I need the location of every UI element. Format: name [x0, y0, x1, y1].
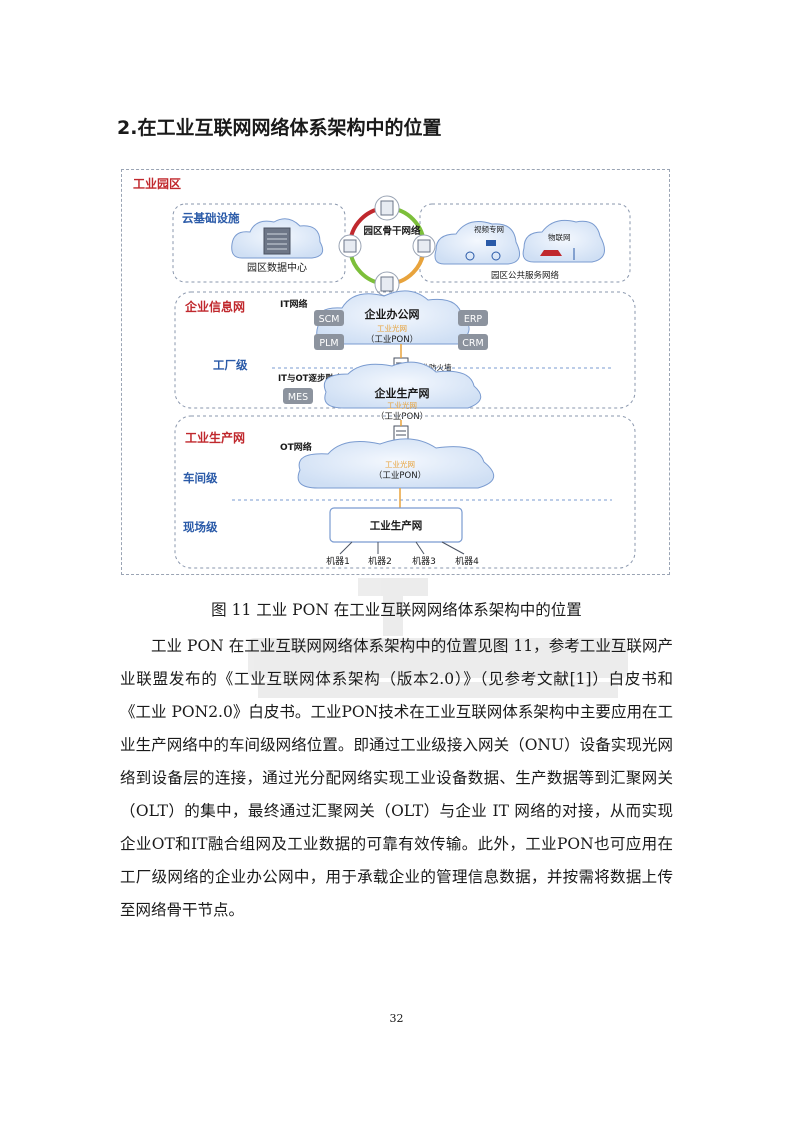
machine-2-label: 机器2: [368, 555, 392, 567]
firewall-label: 工业防火墙: [414, 362, 452, 372]
field-level-label: 现场级: [183, 520, 218, 534]
svg-text:PLM: PLM: [319, 338, 338, 349]
it-ot-label: IT与OT逐步融合: [278, 373, 343, 384]
machine-1-label: 机器1: [326, 555, 350, 567]
production-network-label: 企业生产网: [374, 386, 430, 400]
park-label: 工业园区: [133, 176, 181, 191]
svg-text:CRM: CRM: [462, 338, 483, 349]
enterprise-info-label: 企业信息网: [184, 299, 245, 314]
video-network-cloud: [434, 221, 521, 265]
public-service-label: 园区公共服务网络: [491, 270, 560, 281]
section-heading: 2.在工业互联网网络体系架构中的位置: [117, 117, 442, 139]
plm-badge: PLM: [314, 334, 344, 350]
industrial-production-net-box: [329, 507, 463, 543]
scm-badge: SCM: [314, 310, 344, 326]
video-network-label: 视频专网: [474, 224, 504, 234]
data-center-cloud-icon: [231, 218, 324, 259]
office-pon-paren: （工业PON）: [366, 334, 418, 345]
workshop-level-label: 车间级: [183, 471, 218, 485]
ot-network-label: OT网络: [280, 441, 312, 453]
workshop-pon-paren: （工业PON）: [374, 470, 426, 481]
machine-links: [339, 541, 465, 555]
erp-badge: ERP: [458, 310, 488, 326]
office-pon-label: 工业光网: [377, 323, 407, 333]
car-icon: [540, 248, 575, 260]
machine-3-label: 机器3: [412, 555, 436, 567]
industrial-production-box: [174, 415, 636, 569]
svg-text:SCM: SCM: [319, 314, 340, 325]
body-paragraph: 工业 PON 在工业互联网网络体系架构中的位置见图 11，参考工业互联网产业联盟…: [120, 637, 673, 919]
crm-badge: CRM: [458, 334, 488, 350]
second-firewall-icon: [393, 425, 409, 441]
mes-badge: MES: [283, 388, 313, 404]
industrial-production-label: 工业生产网: [185, 430, 245, 445]
production-pon-label: 工业光网: [387, 400, 417, 410]
it-network-label: IT网络: [280, 298, 308, 310]
iot-label: 物联网: [548, 232, 571, 242]
factory-level-label: 工厂级: [213, 358, 248, 372]
data-center-label: 园区数据中心: [247, 261, 307, 274]
backbone-switch-icon: [338, 195, 436, 297]
industrial-production-net-label: 工业生产网: [370, 519, 423, 532]
backbone-label: 园区骨干网络: [363, 225, 421, 237]
office-network-label: 企业办公网: [364, 307, 420, 321]
cloud-infra-label: 云基础设施: [182, 211, 240, 225]
workshop-pon-label: 工业光网: [385, 459, 415, 469]
svg-text:MES: MES: [288, 392, 308, 403]
production-network-cloud: [323, 361, 482, 409]
figure-caption: 图 11 工业 PON 在工业互联网网络体系架构中的位置: [211, 601, 582, 619]
workshop-cloud: [297, 438, 494, 489]
public-service-box: [419, 203, 631, 283]
page-number: 32: [389, 1012, 404, 1025]
camera-icon: [465, 240, 501, 261]
svg-text:ERP: ERP: [464, 314, 483, 325]
machine-4-label: 机器4: [455, 555, 479, 567]
architecture-figure: 工业园区 云基础设施 园区数据中心 视频专网 物联网: [121, 169, 670, 575]
